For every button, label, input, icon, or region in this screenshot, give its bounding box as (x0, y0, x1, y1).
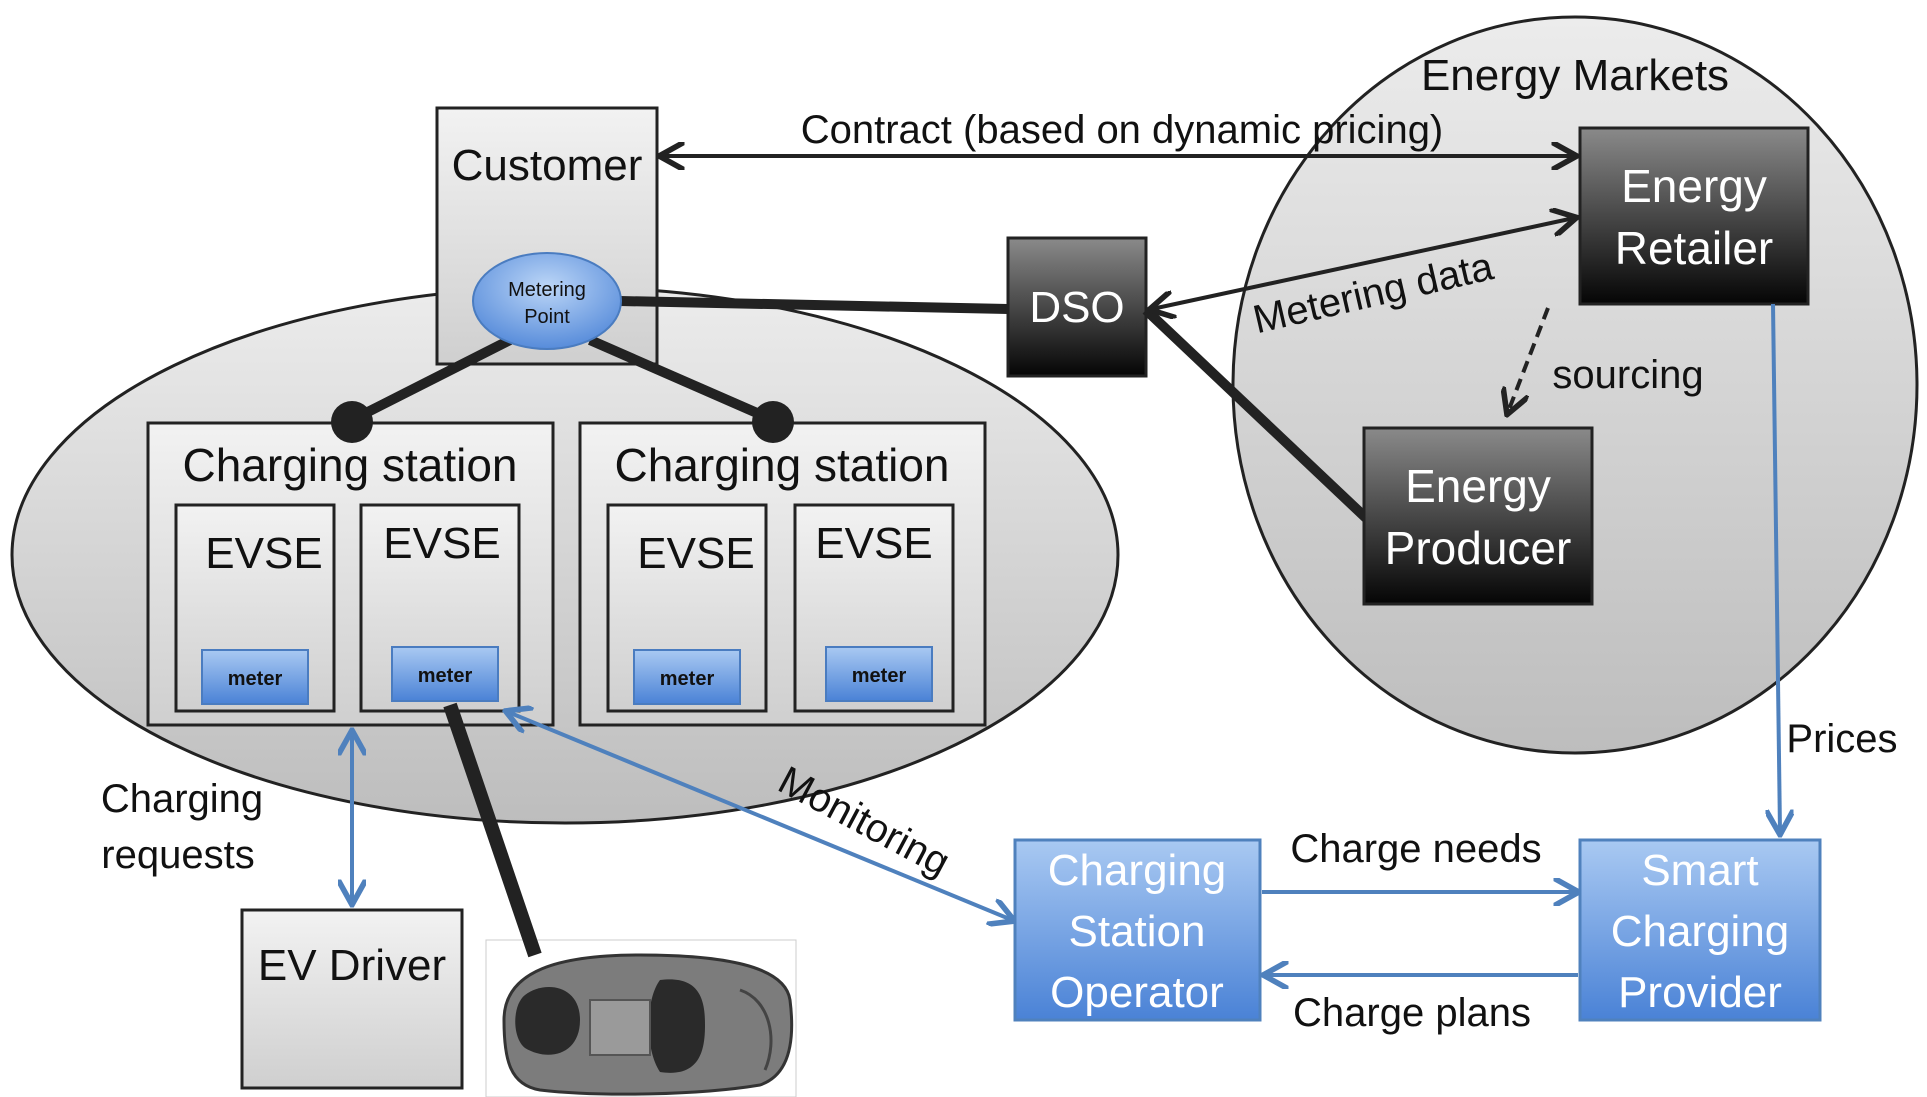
meter-2-label: meter (418, 665, 473, 687)
evse-1-label: EVSE (205, 529, 322, 578)
evse-3-label: EVSE (637, 529, 754, 578)
charging-station-2-label: Charging station (615, 439, 950, 491)
cso-label-1: Charging (1048, 846, 1227, 895)
charging-requests-label-1: Charging (101, 777, 263, 821)
meter-1-label: meter (228, 668, 283, 690)
meter-3-label: meter (660, 668, 715, 690)
meter-4 (825, 646, 933, 702)
meter-4-label: meter (852, 665, 907, 687)
charge-plans-label: Charge plans (1293, 991, 1531, 1035)
meter-1 (201, 649, 309, 705)
cso-label-3: Operator (1050, 968, 1224, 1017)
car-icon (502, 953, 794, 1096)
ev-driver-box (240, 908, 464, 1090)
meter-3 (633, 649, 741, 705)
cs1-connector-dot (331, 401, 373, 443)
evse-4-label: EVSE (815, 519, 932, 568)
metering-cs2-link (587, 335, 776, 425)
cs2-connector-dot (752, 401, 794, 443)
metering-point-label-2: Point (524, 306, 570, 328)
energy-retailer-box (1578, 126, 1810, 306)
monitoring-arrow (508, 712, 1012, 920)
metering-data-arrow (1152, 218, 1574, 309)
charging-requests-label-2: requests (101, 833, 254, 877)
charging-station-1-label: Charging station (183, 439, 518, 491)
cso-label-2: Station (1069, 907, 1206, 956)
dso-producer-link (1142, 306, 1370, 522)
contract-label: Contract (based on dynamic pricing) (801, 108, 1444, 152)
energy-producer-label-1: Energy (1405, 460, 1551, 512)
dso-label: DSO (1029, 283, 1124, 332)
meter-2 (391, 646, 499, 702)
prices-arrow (1773, 303, 1780, 832)
energy-producer-label-2: Producer (1385, 522, 1572, 574)
energy-markets-label: Energy Markets (1421, 51, 1729, 100)
evse-2-label: EVSE (383, 519, 500, 568)
scp-label-2: Charging (1611, 907, 1790, 956)
metering-point-label-1: Metering (508, 279, 586, 301)
smart-charging-provider-box (1578, 838, 1822, 1022)
energy-retailer-label-1: Energy (1621, 160, 1767, 212)
energy-producer-box (1362, 426, 1594, 606)
metering-dso-link (619, 296, 1009, 314)
scp-label-3: Provider (1618, 968, 1782, 1017)
charging-station-operator-box (1013, 838, 1262, 1022)
metering-point (472, 252, 622, 350)
sourcing-label: sourcing (1552, 353, 1703, 397)
prices-label: Prices (1786, 717, 1897, 761)
metering-cs1-link (349, 335, 513, 425)
ev-driver-label: EV Driver (258, 941, 446, 990)
customer-label: Customer (452, 141, 643, 190)
energy-retailer-label-2: Retailer (1615, 222, 1774, 274)
charge-needs-label: Charge needs (1290, 827, 1541, 871)
scp-label-1: Smart (1641, 846, 1758, 895)
